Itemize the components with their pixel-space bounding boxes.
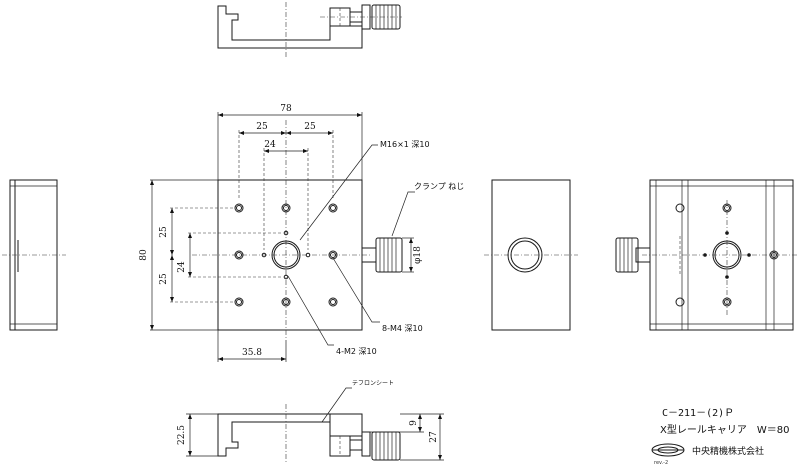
rear-view: [615, 179, 798, 331]
dim-v-lower: 25: [159, 273, 169, 285]
dim-inner-spacing: 24: [264, 140, 276, 150]
callout-center-thread: M16×1 深10: [380, 140, 430, 149]
dim-height-total: 80: [139, 249, 149, 261]
dim-side-height-inner: 22.5: [177, 425, 187, 445]
dim-knob-diameter: φ18: [413, 246, 423, 264]
top-view: [217, 2, 402, 58]
m4-holes: [234, 203, 338, 307]
m2-holes: [261, 230, 311, 280]
callout-m2-holes: 4-M2 深10: [336, 347, 377, 356]
dim-v-upper: 25: [159, 226, 169, 238]
end-view: [484, 179, 578, 331]
callout-teflon-sheet: テフロンシート: [352, 380, 394, 387]
callout-clamp-screw: クランプ ねじ: [414, 182, 464, 191]
company-name: 中央精機株式会社: [692, 445, 764, 457]
dim-offset-bottom: 35.8: [242, 348, 262, 358]
title-block: C－211－(2)Ｐ X型レールキャリア W＝80 中央精機株式会社 rev.-…: [651, 408, 789, 466]
dim-side-height-total: 27: [429, 431, 439, 443]
dim-spacing-left: 25: [256, 122, 268, 132]
company-logo: [651, 443, 685, 457]
bottom-side-view: [186, 387, 444, 462]
dim-side-offset: 9: [409, 420, 419, 426]
part-number: C－211－(2)Ｐ: [662, 408, 734, 419]
dim-spacing-right: 25: [304, 122, 316, 132]
callout-m4-holes: 8-M4 深10: [382, 324, 423, 333]
part-description: X型レールキャリア W＝80: [660, 423, 789, 436]
dim-v-middle: 24: [177, 261, 187, 273]
revision: rev.-2: [654, 460, 668, 466]
left-side-view: [2, 179, 66, 331]
main-plan-view: [150, 112, 415, 362]
dim-width-total: 78: [280, 104, 292, 114]
